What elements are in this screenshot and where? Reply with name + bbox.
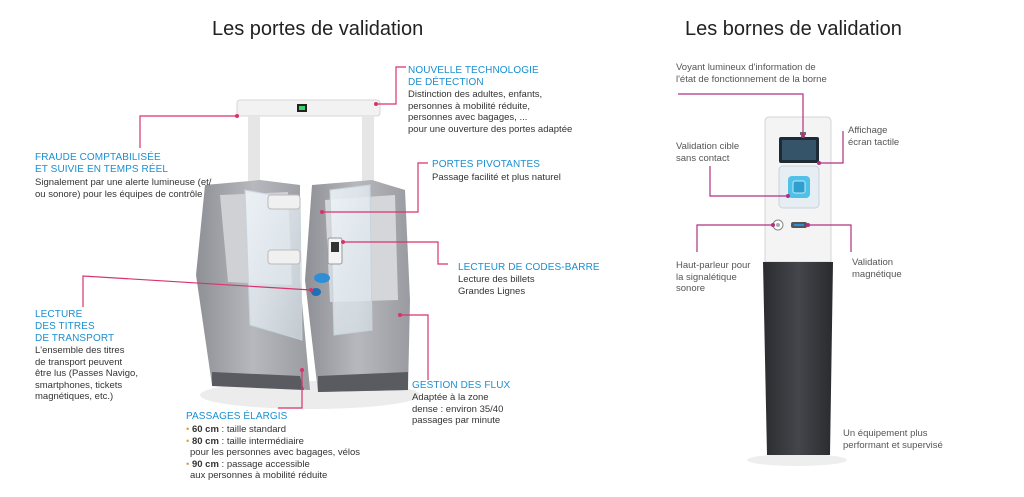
fraude-title-line-1: FRAUDE COMPTABILISÉE (35, 152, 161, 163)
affichage-text: Affichage écran tactile (848, 125, 900, 148)
voyant-text: Voyant lumineux d'information de l'état … (676, 62, 827, 85)
fraude-text: Signalement par une alerte lumineuse (et… (35, 177, 212, 200)
passage-desc-continued: pour les personnes avec bagages, vélos (190, 447, 361, 458)
kiosk-annotation-lines (678, 93, 852, 252)
passage-width: 80 cm (191, 435, 219, 447)
fraude-title-line-2: ET SUIVIE EN TEMPS RÉEL (35, 164, 169, 175)
passage-desc: : taille intermédiaire (218, 435, 304, 447)
passage-width: 90 cm (191, 458, 219, 470)
detection-text: Distinction des adultes, enfants, person… (408, 89, 573, 135)
flux-text: Adaptée à la zone dense : environ 35/40 … (412, 392, 504, 426)
lecteur-title: LECTEUR DE CODES-BARRE (458, 262, 600, 273)
detection-title-line-2: DE DÉTECTION (408, 77, 484, 88)
validation-kiosk-drawing (747, 116, 847, 466)
passage-desc: : taille standard (218, 424, 286, 435)
passage-desc: : passage accessible (218, 458, 310, 470)
validation-cible-text: Validation cible sans contact (676, 141, 740, 164)
bullet-icon: • (186, 435, 190, 447)
passage-item: • 90 cm : passage accessible (186, 459, 360, 471)
passage-desc-continued: aux personnes à mobilité réduite (190, 470, 328, 481)
lecture-title: LECTURE DES TITRES DE TRANSPORT (35, 309, 114, 345)
portes-text: Passage facilité et plus naturel (432, 172, 561, 183)
gate-annotation-lines (82, 66, 448, 409)
passage-item: • 60 cm : taille standard (186, 424, 360, 436)
validation-magnetique-text: Validation magnétique (852, 257, 902, 280)
lecture-title-line-3: DE TRANSPORT (35, 333, 115, 344)
detection-title-line-1: NOUVELLE TECHNOLOGIE (408, 65, 539, 76)
lecture-title-line-2: DES TITRES (35, 321, 95, 332)
bullet-icon: • (186, 458, 190, 470)
portes-title: PORTES PIVOTANTES (432, 159, 541, 170)
validation-gate-drawing (196, 99, 420, 409)
passage-item: • 80 cm : taille intermédiaire (186, 436, 360, 448)
bullet-icon: • (186, 424, 190, 435)
passages-title: PASSAGES ÉLARGIS (186, 411, 288, 422)
flux-title: GESTION DES FLUX (412, 380, 511, 391)
kiosk-title: Les bornes de validation (685, 18, 902, 40)
lecture-text: L'ensemble des titres de transport peuve… (35, 345, 138, 402)
detection-title: NOUVELLE TECHNOLOGIE DE DÉTECTION (408, 65, 539, 89)
passage-width: 60 cm (191, 424, 219, 435)
equipement-text: Un équipement plus performant et supervi… (843, 428, 943, 451)
lecture-title-line-1: LECTURE (35, 309, 83, 320)
lecteur-text: Lecture des billets Grandes Lignes (458, 274, 535, 297)
haut-parleur-text: Haut-parleur pour la signalétique sonore (676, 260, 751, 294)
passages-list: • 60 cm : taille standard • 80 cm : tail… (186, 424, 360, 482)
fraude-title: FRAUDE COMPTABILISÉE ET SUIVIE EN TEMPS … (35, 152, 168, 176)
gates-title: Les portes de validation (212, 18, 424, 40)
